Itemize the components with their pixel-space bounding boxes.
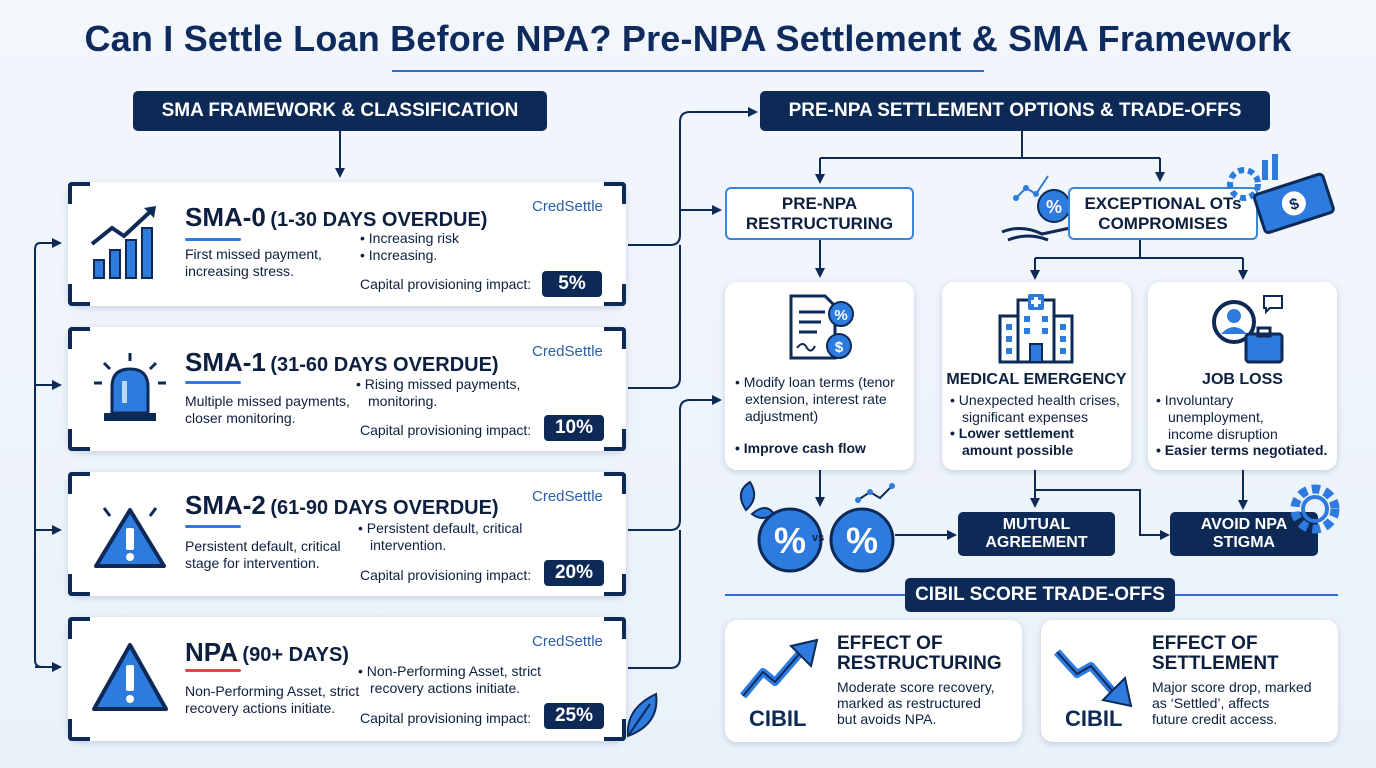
leaf-icon	[626, 692, 658, 738]
svg-text:%: %	[834, 307, 847, 324]
medical-heading: MEDICAL EMERGENCY	[946, 371, 1127, 388]
sma-1-card: SMA-1 (31-60 DAYS OVERDUE) CredSettle Mu…	[68, 327, 626, 451]
document-percent-icon: % $	[789, 294, 854, 360]
npa-range: (90+ DAYS)	[242, 644, 349, 666]
restructuring-cash-flow: • Improve cash flow	[735, 440, 866, 456]
money-gear-icon: $	[1227, 154, 1335, 234]
sma-0-card: SMA-0 (1-30 DAYS OVERDUE) CredSettle Fir…	[68, 182, 626, 306]
cibil-label-restructuring: CIBIL	[749, 706, 807, 731]
sma-0-name: SMA-0	[185, 202, 266, 232]
sma-2-name: SMA-2	[185, 490, 266, 520]
page-title: Can I Settle Loan Before NPA? Pre-NPA Se…	[84, 18, 1292, 59]
job-loss-panel: JOB LOSS • Involuntary unemployment, inc…	[1148, 282, 1337, 470]
warning-triangle-icon	[94, 507, 166, 568]
npa-card: NPA (90+ DAYS) CredSettle Non-Performing…	[68, 617, 626, 741]
right-section-banner: PRE-NPA SETTLEMENT OPTIONS & TRADE-OFFS	[760, 91, 1270, 131]
sma-0-desc: First missed payment,increasing stress.	[185, 246, 322, 279]
gear-icon	[1290, 484, 1340, 534]
cibil-label-settlement: CIBIL	[1065, 706, 1123, 731]
sma-0-impact-value: 5%	[542, 271, 602, 297]
arrow-up-trend-icon	[739, 638, 819, 699]
npa-impact-label: Capital provisioning impact:	[360, 710, 532, 726]
percent-comparison-icon: % %	[739, 480, 895, 573]
arrow-down-trend-icon	[1054, 649, 1133, 708]
medical-emergency-panel: MEDICAL EMERGENCY • Unexpected health cr…	[942, 282, 1131, 470]
job-loss-points: • Involuntary unemployment, income disru…	[1156, 392, 1278, 442]
hospital-icon	[998, 294, 1074, 364]
vs-label: vs	[812, 532, 825, 544]
warning-triangle-icon	[92, 643, 168, 711]
sma-0-impact-label: Capital provisioning impact:	[360, 276, 532, 292]
sma-2-brand: CredSettle	[532, 488, 603, 505]
sma-2-underline	[185, 525, 241, 528]
sma-2-impact-value: 20%	[544, 560, 604, 586]
npa-brand: CredSettle	[532, 633, 603, 650]
svg-text:%: %	[774, 520, 806, 561]
restructuring-points: • Modify loan terms (tenor extension, in…	[735, 374, 895, 424]
sma-2-impact-label: Capital provisioning impact:	[360, 567, 532, 583]
npa-name: NPA	[185, 637, 238, 667]
sma-1-underline	[185, 381, 241, 384]
svg-text:%: %	[1046, 197, 1062, 217]
siren-icon	[94, 353, 166, 421]
npa-underline	[185, 669, 241, 672]
sma-1-points: • Rising missed payments,monitoring.	[356, 376, 521, 409]
job-search-icon	[1212, 295, 1284, 364]
sma-1-range: (31-60 DAYS OVERDUE)	[270, 354, 499, 376]
sma-0-brand: CredSettle	[532, 198, 603, 215]
restructuring-panel: % $ • Modify loan terms (tenor extension…	[725, 282, 914, 470]
sma-1-impact-label: Capital provisioning impact:	[360, 422, 532, 438]
left-section-banner: SMA FRAMEWORK & CLASSIFICATION	[133, 91, 547, 131]
job-loss-bold-points: • Easier terms negotiated.	[1156, 442, 1328, 458]
medical-bold-points: • Lower settlement amount possible	[950, 425, 1074, 458]
finance-growth-icon: %	[1001, 175, 1071, 242]
title-underline	[392, 70, 984, 72]
sma-1-name: SMA-1	[185, 347, 266, 377]
medical-points: • Unexpected health crises, significant …	[950, 392, 1120, 425]
effect-restructuring-text: Moderate score recovery,marked as restru…	[837, 679, 995, 727]
sma-0-points: • Increasing risk• Increasing.	[360, 230, 460, 263]
job-loss-heading: JOB LOSS	[1202, 371, 1283, 388]
sma-1-brand: CredSettle	[532, 343, 603, 360]
svg-text:$: $	[835, 339, 844, 356]
svg-text:%: %	[846, 520, 878, 561]
sma-0-underline	[185, 238, 241, 241]
sma-0-range: (1-30 DAYS OVERDUE)	[270, 209, 488, 231]
bar-chart-up-icon	[90, 206, 156, 279]
sma-1-impact-value: 10%	[544, 415, 604, 441]
sma-2-range: (61-90 DAYS OVERDUE)	[270, 497, 499, 519]
sma-1-desc: Multiple missed payments,closer monitori…	[185, 393, 350, 426]
npa-impact-value: 25%	[544, 703, 604, 729]
cibil-banner: CIBIL SCORE TRADE-OFFS	[905, 578, 1175, 612]
sma-2-card: SMA-2 (61-90 DAYS OVERDUE) CredSettle Pe…	[68, 472, 626, 596]
